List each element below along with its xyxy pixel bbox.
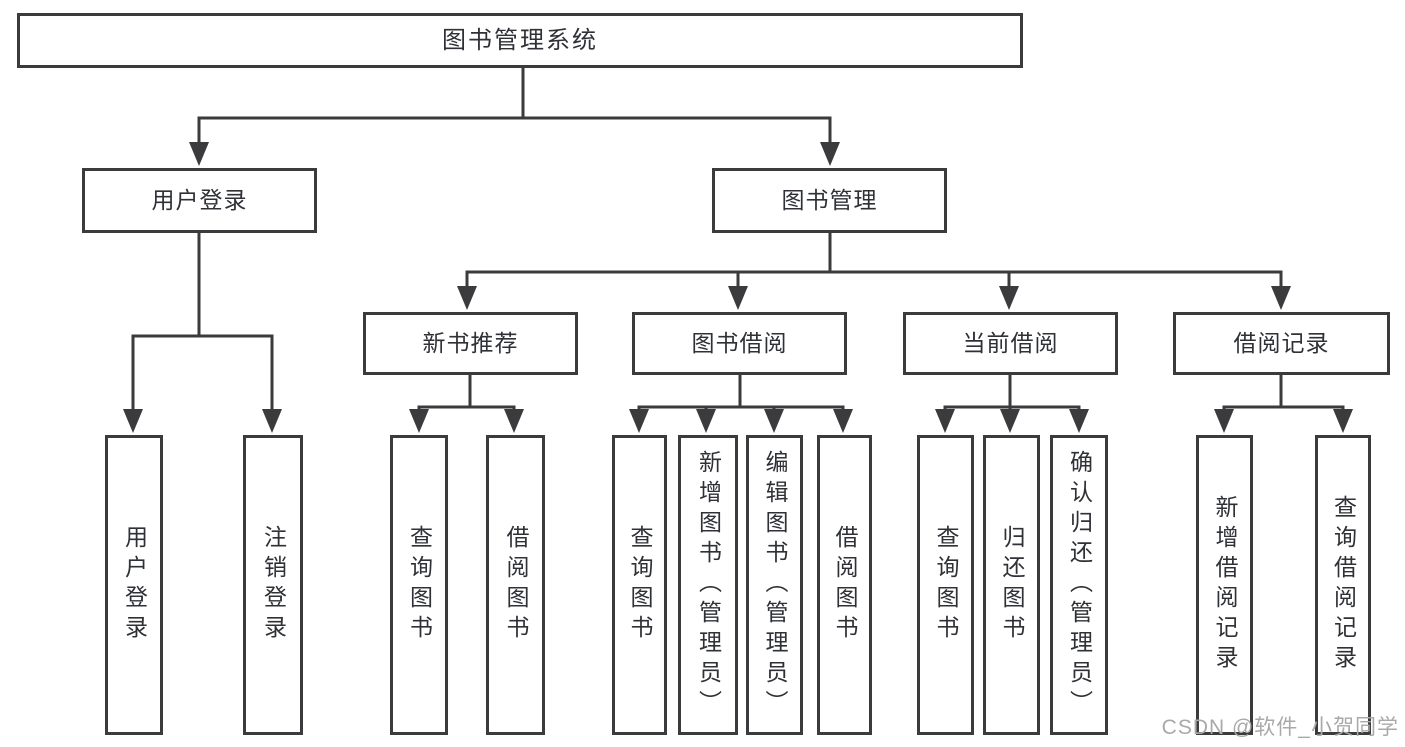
node-leaf-user-login: 用户登录 [105, 435, 163, 735]
node-leaf-cur-confirm-return-admin: 确认归还（管理员） [1050, 435, 1108, 735]
connector-newbooks-branch [417, 375, 516, 415]
node-leaf-rec-add-record: 新增借阅记录 [1196, 435, 1253, 735]
node-book-borrowing: 图书借阅 [632, 312, 847, 375]
connector-records-branch [1222, 375, 1345, 415]
connector-userlogin-branch [131, 233, 274, 415]
node-borrowing-records: 借阅记录 [1173, 312, 1390, 375]
connector-borrowing-branch [637, 375, 845, 415]
node-leaf-bw-edit-books-admin: 编辑图书（管理员） [746, 435, 803, 735]
node-leaf-cur-query-books: 查询图书 [917, 435, 974, 735]
node-current-borrowing: 当前借阅 [903, 312, 1118, 375]
connector-root-to-level2 [197, 68, 832, 148]
node-user-login: 用户登录 [82, 168, 317, 233]
connector-bookmgmt-branch [465, 233, 1283, 292]
node-leaf-logout: 注销登录 [243, 435, 303, 735]
node-book-management: 图书管理 [712, 168, 947, 233]
node-leaf-bw-query-books: 查询图书 [612, 435, 667, 735]
node-leaf-bw-borrow-books: 借阅图书 [817, 435, 872, 735]
node-leaf-bw-add-books-admin: 新增图书（管理员） [678, 435, 738, 735]
node-leaf-rec-query-record: 查询借阅记录 [1315, 435, 1371, 735]
node-leaf-nb-query-books: 查询图书 [390, 435, 448, 735]
node-library-system: 图书管理系统 [17, 13, 1023, 68]
node-leaf-nb-borrow-books: 借阅图书 [486, 435, 545, 735]
node-leaf-cur-return-books: 归还图书 [983, 435, 1040, 735]
node-new-book-recommend: 新书推荐 [363, 312, 578, 375]
arrowheads [123, 142, 1353, 433]
csdn-watermark: CSDN @软件_小贺同学 [1161, 716, 1399, 739]
